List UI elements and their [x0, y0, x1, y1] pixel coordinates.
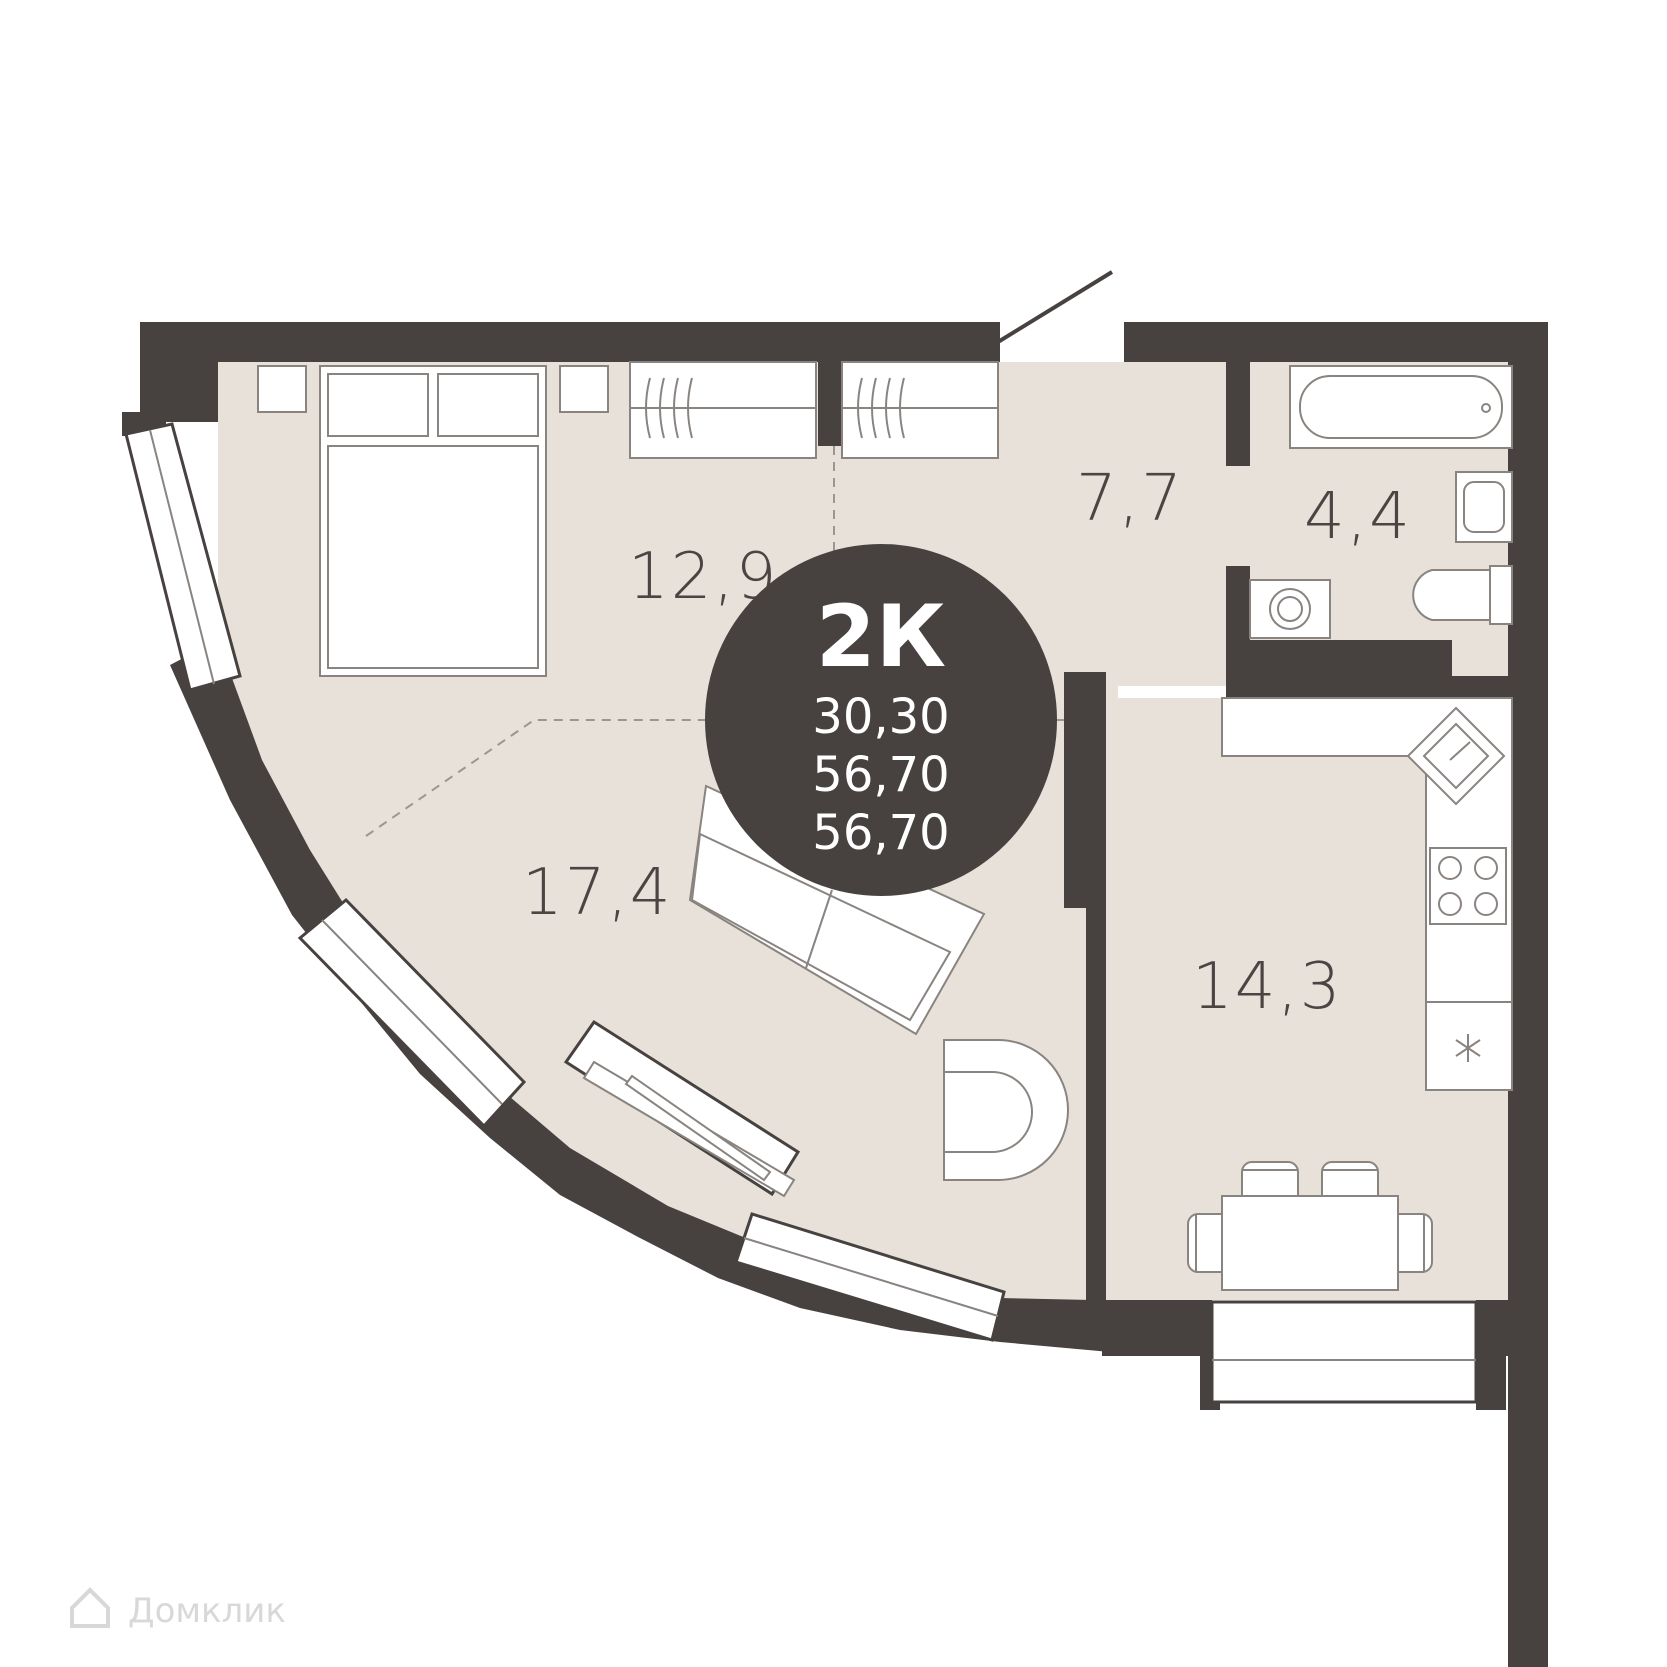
tv-stand: [582, 1060, 796, 1198]
toilet: [1412, 565, 1513, 625]
nightstand-left: [257, 365, 307, 413]
apartment-badge: 2К 30,30 56,70 56,70: [705, 544, 1057, 896]
bathtub: [1289, 365, 1513, 449]
stove: [1429, 847, 1507, 925]
room-dividers: [365, 446, 1064, 837]
kitchen-counter: [1221, 697, 1513, 1091]
armchair: [943, 1039, 1069, 1181]
badge-area-total: 56,70: [812, 747, 949, 803]
wardrobe: [629, 361, 999, 459]
room-area-kitchen: 14,3: [1192, 950, 1343, 1024]
hanger-icon: [645, 377, 693, 439]
washing-machine: [1249, 579, 1331, 639]
badge-area-total-2: 56,70: [812, 805, 949, 861]
entrance-door-swing: [996, 270, 1114, 344]
room-area-hallway: 7,7: [1076, 462, 1184, 536]
watermark: Домклик: [70, 1587, 286, 1631]
room-area-bathroom: 4,4: [1304, 480, 1412, 554]
window-kitchen: [1210, 1300, 1478, 1404]
watermark-text: Домклик: [128, 1591, 286, 1631]
fridge-snowflake-icon: [1455, 1034, 1481, 1062]
room-area-living: 17,4: [522, 856, 673, 930]
sink: [1455, 471, 1513, 543]
bed: [257, 365, 609, 677]
nightstand-right: [559, 365, 609, 413]
badge-room-count: 2К: [816, 587, 946, 687]
badge-area-living: 30,30: [812, 689, 949, 745]
kitchen-sink: [1406, 706, 1506, 806]
dining-table: [1187, 1161, 1433, 1291]
house-logo-icon: [70, 1587, 110, 1628]
hanger-icon: [857, 377, 905, 439]
